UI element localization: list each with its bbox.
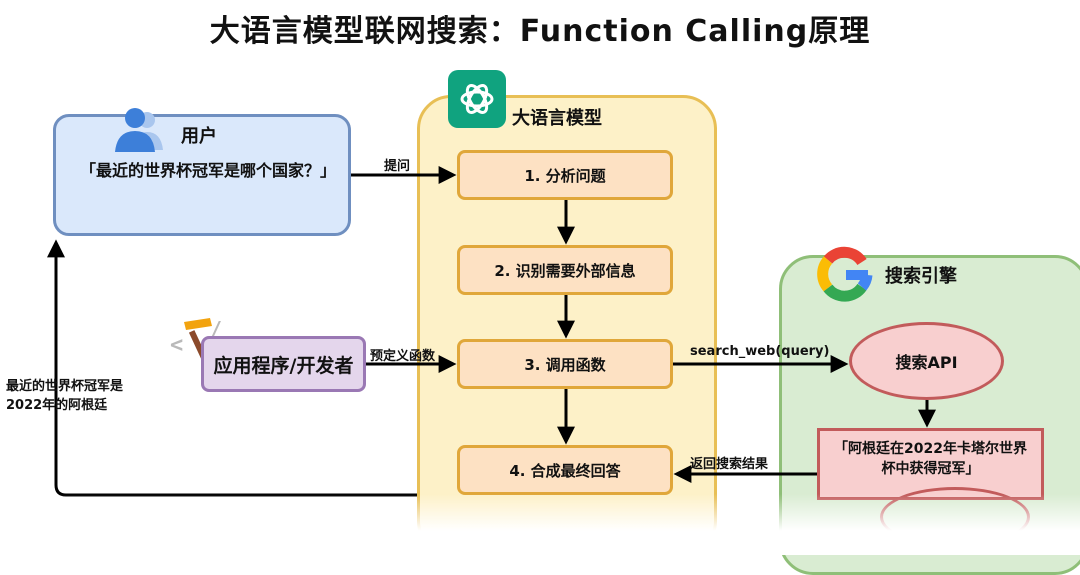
edge-label-predefined: 预定义函数 xyxy=(370,349,436,364)
search-api: 搜索API xyxy=(849,322,1004,400)
edge-label-answer-2: 2022年的阿根廷 xyxy=(6,398,108,413)
user-icon xyxy=(113,104,165,154)
svg-text:/: / xyxy=(210,317,222,341)
edge-label-answer-1: 最近的世界杯冠军是 xyxy=(6,379,124,394)
edge-label-ask: 提问 xyxy=(384,159,411,174)
user-box xyxy=(53,114,351,236)
arrow-answer xyxy=(47,239,417,497)
developer-box: 应用程序/开发者 xyxy=(201,336,366,392)
user-title: 用户 xyxy=(181,126,217,147)
svg-text:<: < xyxy=(170,333,183,358)
page-title: 大语言模型联网搜索：Function Calling原理 xyxy=(209,14,871,49)
edge-label-call: search_web(query) xyxy=(690,344,830,359)
step-synthesize: 4. 合成最终回答 xyxy=(457,445,673,495)
google-logo-icon xyxy=(816,244,876,304)
step-analyze: 1. 分析问题 xyxy=(457,150,673,200)
step-identify: 2. 识别需要外部信息 xyxy=(457,245,673,295)
connector-arrows xyxy=(47,166,936,497)
search-engine-title: 搜索引擎 xyxy=(885,266,957,287)
openai-logo-icon xyxy=(448,70,506,128)
edge-label-return: 返回搜索结果 xyxy=(690,457,769,472)
step-call-function: 3. 调用函数 xyxy=(457,339,673,389)
user-question: 「最近的世界杯冠军是哪个国家？」 xyxy=(80,161,337,180)
llm-title: 大语言模型 xyxy=(512,108,602,129)
